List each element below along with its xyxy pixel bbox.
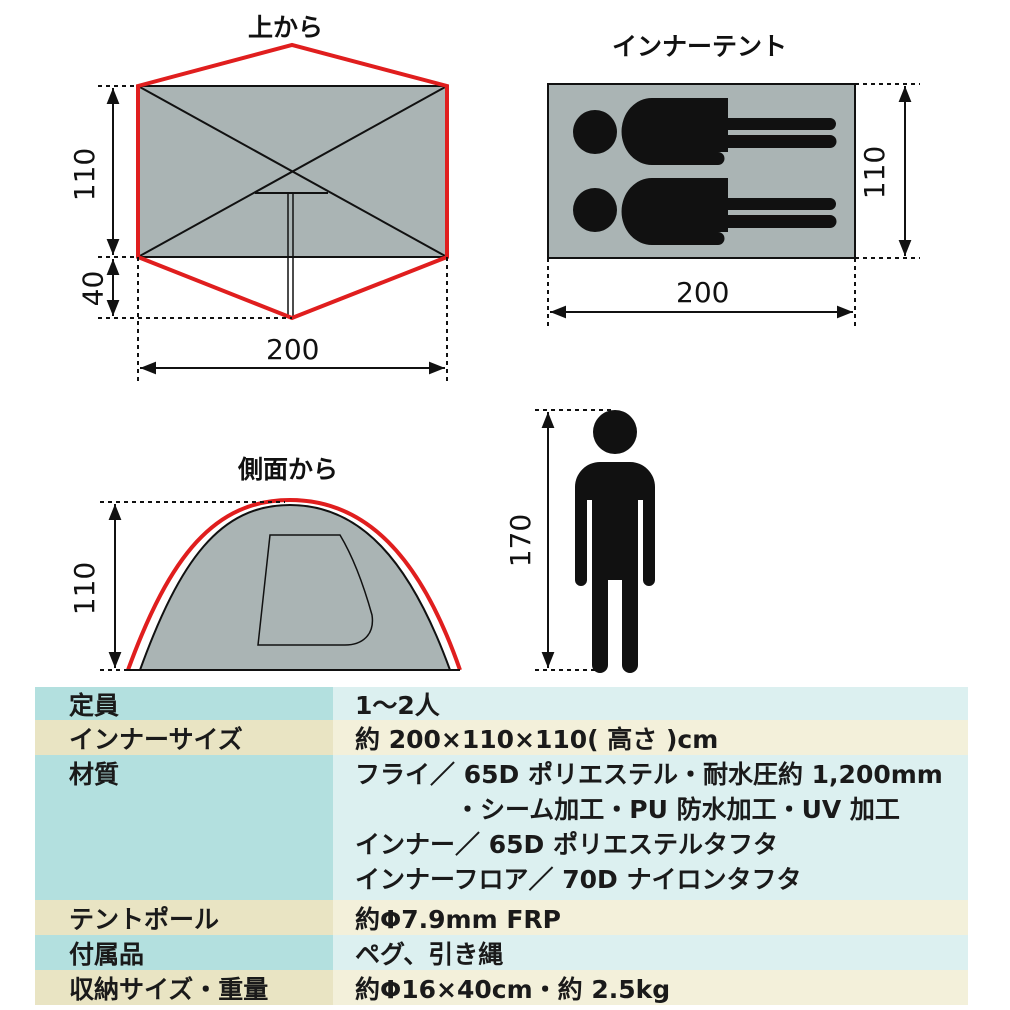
spec-label: 定員: [35, 687, 333, 720]
spec-value: 1～2人: [333, 687, 968, 720]
side-height-label: 110: [68, 561, 102, 616]
inner-tent-diagram: [547, 83, 920, 330]
top-view-title: 上から: [248, 13, 324, 42]
top-width-label: 200: [266, 333, 320, 366]
inner-depth-label: 110: [858, 145, 892, 200]
inner-width-label: 200: [676, 276, 730, 309]
spec-value: ペグ、引き縄: [333, 935, 968, 970]
fly-outline: [126, 497, 462, 671]
spec-label: テントポール: [35, 900, 333, 935]
top-vestibule-label: 40: [76, 270, 110, 307]
person-lying-icon: [573, 98, 837, 165]
spec-table: 定員 1～2人 インナーサイズ 約 200×110×110( 高さ )cm 材質…: [35, 687, 968, 1005]
spec-label: インナーサイズ: [35, 720, 333, 755]
spec-value: 約Φ7.9mm FRP: [333, 900, 968, 935]
spec-row-material: 材質 フライ／ 65D ポリエステル・耐水圧約 1,200mm ・シーム加工・P…: [35, 755, 968, 900]
material-line: インナー／ 65D ポリエステルタフタ: [355, 830, 778, 859]
spec-label: 付属品: [35, 935, 333, 970]
spec-row-inner-size: インナーサイズ 約 200×110×110( 高さ )cm: [35, 720, 968, 755]
spec-row-packed-size: 収納サイズ・重量 約Φ16×40cm・約 2.5kg: [35, 970, 968, 1005]
top-view-diagram: [98, 42, 449, 385]
spec-row-capacity: 定員 1～2人: [35, 687, 968, 720]
spec-value: 約 200×110×110( 高さ )cm: [333, 720, 968, 755]
spec-label: 材質: [35, 755, 333, 900]
person-standing-icon: [535, 409, 655, 673]
door-outline: [257, 534, 374, 646]
side-view-title: 側面から: [238, 455, 339, 484]
spec-value: 約Φ16×40cm・約 2.5kg: [333, 970, 968, 1005]
inner-tent-title: インナーテント: [612, 32, 788, 61]
spec-row-accessories: 付属品 ペグ、引き縄: [35, 935, 968, 970]
spec-value: フライ／ 65D ポリエステル・耐水圧約 1,200mm ・シーム加工・PU 防…: [333, 755, 968, 900]
spec-label: 収納サイズ・重量: [35, 970, 333, 1005]
person-height-label: 170: [504, 513, 538, 568]
material-line: インナーフロア／ 70D ナイロンタフタ: [355, 865, 802, 894]
material-line: フライ／ 65D ポリエステル・耐水圧約 1,200mm: [355, 760, 943, 789]
top-depth-label: 110: [68, 147, 102, 202]
spec-row-pole: テントポール 約Φ7.9mm FRP: [35, 900, 968, 935]
tent-diagrams: [98, 42, 920, 673]
person-lying-icon: [573, 178, 837, 245]
material-line: ・シーム加工・PU 防水加工・UV 加工: [455, 795, 900, 824]
side-view-diagram: [100, 497, 462, 671]
